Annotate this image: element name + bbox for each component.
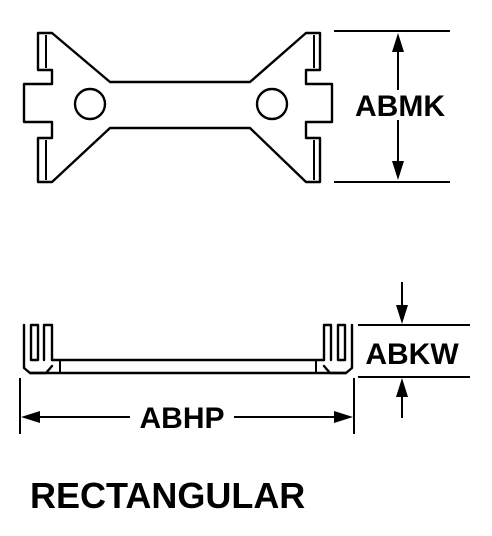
arrowhead-up xyxy=(392,33,404,52)
top-view-outline xyxy=(22,31,334,184)
arrowhead-down xyxy=(396,305,408,324)
length-label: ABHP xyxy=(139,402,224,435)
shape-caption: RECTANGULAR xyxy=(30,475,305,516)
thickness-label: ABKW xyxy=(365,338,459,371)
top-view xyxy=(22,31,334,184)
arrowhead-down xyxy=(392,161,404,180)
length-dimension: ABHP xyxy=(19,378,355,435)
side-view xyxy=(22,323,354,375)
arrowhead-right xyxy=(334,411,353,423)
height-dimension: ABMK xyxy=(334,30,450,183)
arrowhead-up xyxy=(396,378,408,397)
thickness-dimension: ABKW xyxy=(358,282,470,418)
height-label: ABMK xyxy=(355,90,445,123)
right-hole xyxy=(255,87,289,121)
side-view-right-end xyxy=(322,323,347,362)
arrowhead-left xyxy=(21,411,40,423)
left-hole xyxy=(73,87,107,121)
side-view-left-end xyxy=(29,323,54,362)
